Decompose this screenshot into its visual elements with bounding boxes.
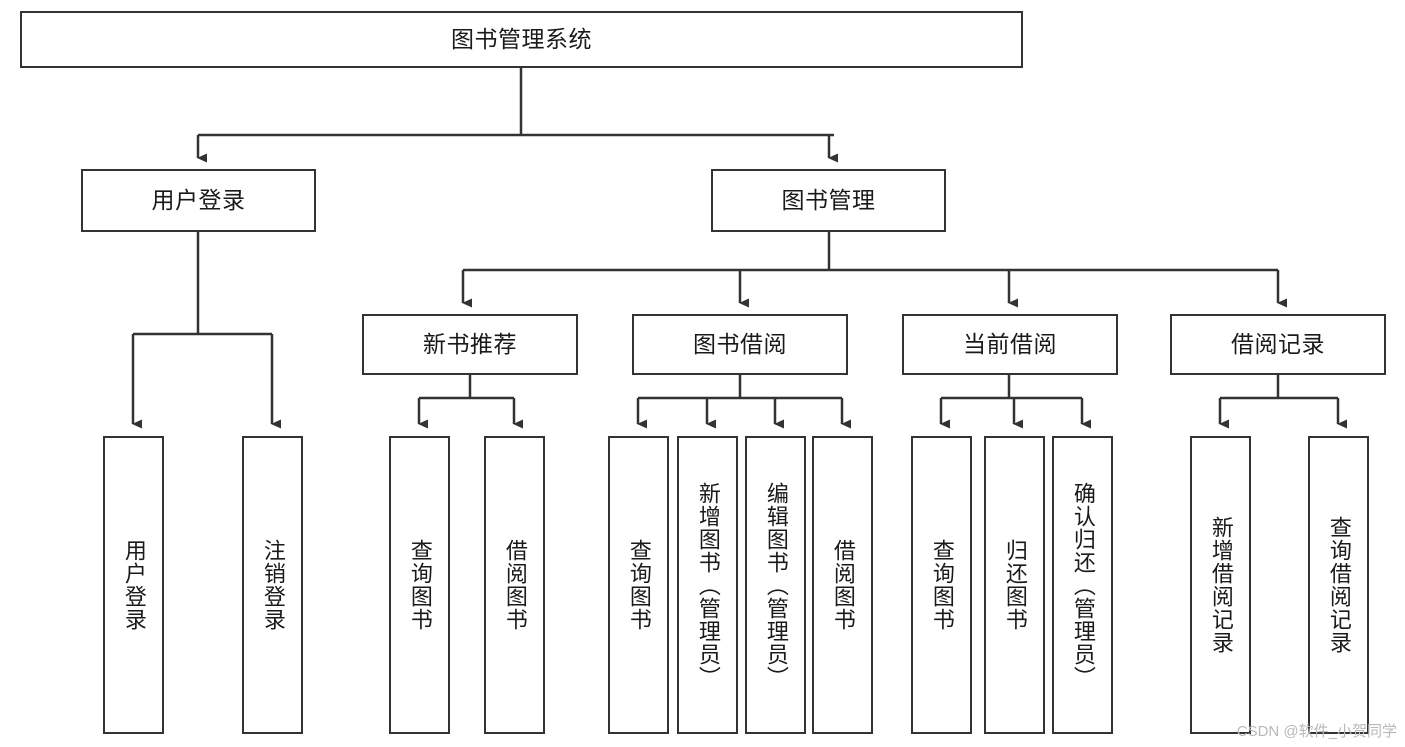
node-label: 用户登录 xyxy=(151,186,246,213)
node-label: 编辑图书（管理员） xyxy=(763,481,789,689)
node-book-borrow[interactable]: 图书借阅 xyxy=(632,314,848,375)
leaf-node[interactable]: 编辑图书（管理员） xyxy=(745,436,806,734)
node-new-book-rec[interactable]: 新书推荐 xyxy=(362,314,578,375)
node-label: 查询图书 xyxy=(626,539,652,631)
node-book-manage[interactable]: 图书管理 xyxy=(711,169,946,232)
node-user-login[interactable]: 用户登录 xyxy=(81,169,316,232)
leaf-node[interactable]: 归还图书 xyxy=(984,436,1045,734)
node-borrow-record[interactable]: 借阅记录 xyxy=(1170,314,1386,375)
node-label: 新增图书（管理员） xyxy=(695,481,721,689)
node-label: 用户登录 xyxy=(121,539,147,631)
watermark-text: CSDN @软件_小贺同学 xyxy=(1236,723,1397,740)
node-label: 新增借阅记录 xyxy=(1208,516,1234,654)
node-label: 当前借阅 xyxy=(963,330,1057,357)
leaf-node[interactable]: 查询图书 xyxy=(911,436,972,734)
node-label: 借阅图书 xyxy=(830,539,856,631)
node-label: 查询借阅记录 xyxy=(1326,516,1352,654)
node-label: 查询图书 xyxy=(929,539,955,631)
leaf-node[interactable]: 用户登录 xyxy=(103,436,164,734)
leaf-node[interactable]: 查询借阅记录 xyxy=(1308,436,1369,734)
node-label: 借阅图书 xyxy=(502,539,528,631)
node-label: 图书管理 xyxy=(781,186,876,213)
node-label: 确认归还（管理员） xyxy=(1070,481,1096,689)
leaf-node[interactable]: 新增图书（管理员） xyxy=(677,436,738,734)
leaf-node[interactable]: 新增借阅记录 xyxy=(1190,436,1251,734)
node-label: 新书推荐 xyxy=(423,330,517,357)
leaf-node[interactable]: 查询图书 xyxy=(608,436,669,734)
node-label: 查询图书 xyxy=(407,539,433,631)
node-label: 借阅记录 xyxy=(1231,330,1325,357)
leaf-node[interactable]: 确认归还（管理员） xyxy=(1052,436,1113,734)
node-label: 图书借阅 xyxy=(693,330,787,357)
node-label: 图书管理系统 xyxy=(451,25,592,52)
leaf-node[interactable]: 借阅图书 xyxy=(484,436,545,734)
node-current-borrow[interactable]: 当前借阅 xyxy=(902,314,1118,375)
leaf-node[interactable]: 注销登录 xyxy=(242,436,303,734)
node-label: 归还图书 xyxy=(1002,539,1028,631)
node-root-system[interactable]: 图书管理系统 xyxy=(20,11,1023,68)
leaf-node[interactable]: 查询图书 xyxy=(389,436,450,734)
node-label: 注销登录 xyxy=(260,539,286,631)
leaf-node[interactable]: 借阅图书 xyxy=(812,436,873,734)
